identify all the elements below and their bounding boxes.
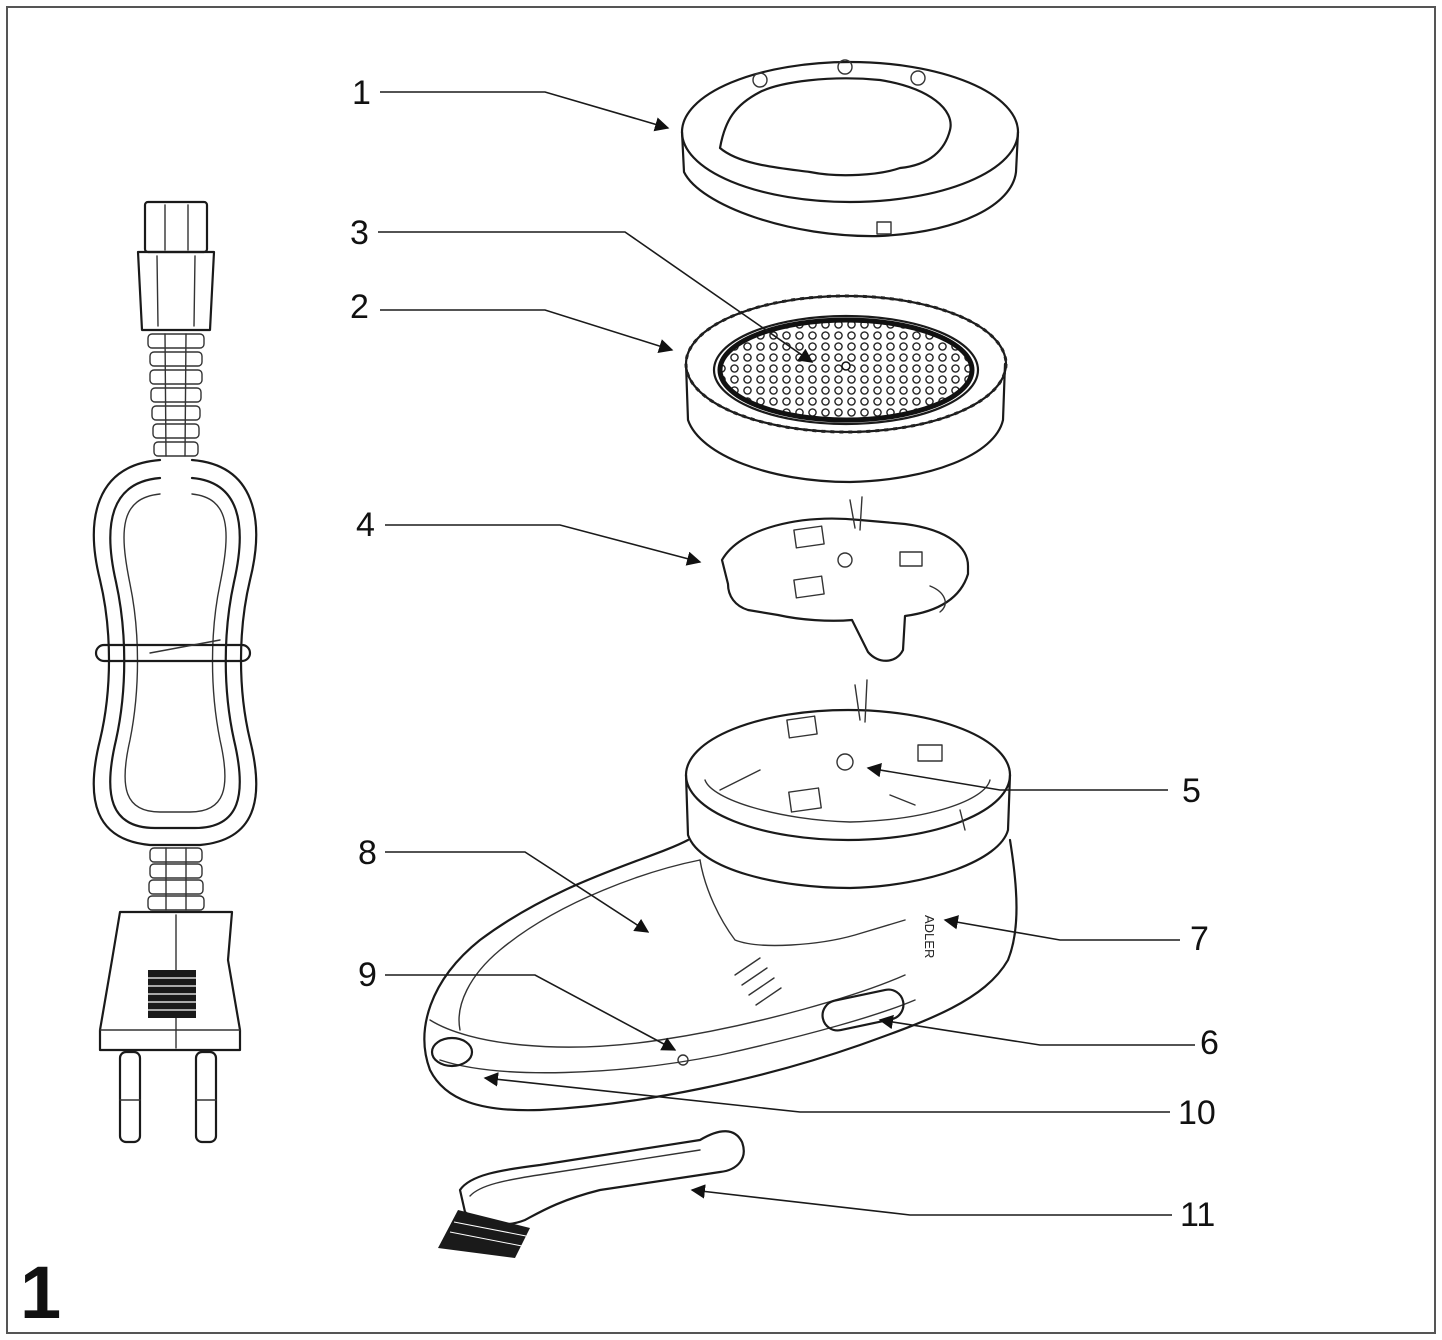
leader-6 bbox=[878, 1014, 1195, 1046]
leader-10 bbox=[483, 1072, 1170, 1113]
page-frame bbox=[6, 6, 1436, 1334]
leader-1 bbox=[380, 91, 670, 132]
leader-8 bbox=[385, 851, 650, 933]
callout-1: 1 bbox=[352, 74, 371, 112]
main-housing: ADLER bbox=[423, 838, 1018, 1112]
cutting-blade bbox=[720, 496, 970, 662]
brand-mark: ADLER bbox=[922, 915, 937, 958]
blade-housing bbox=[684, 294, 1008, 484]
callout-5: 5 bbox=[1182, 772, 1201, 810]
callout-11: 11 bbox=[1180, 1196, 1215, 1234]
callout-9: 9 bbox=[358, 956, 377, 994]
callout-4: 4 bbox=[356, 506, 375, 544]
leader-7 bbox=[943, 915, 1180, 941]
leader-11 bbox=[690, 1184, 1172, 1216]
leader-5 bbox=[866, 763, 1168, 791]
power-cord bbox=[92, 200, 258, 1144]
blade-guard-cover bbox=[680, 59, 1020, 238]
callout-7: 7 bbox=[1190, 920, 1209, 958]
stainless-grill-mesh bbox=[717, 317, 975, 423]
leader-4 bbox=[385, 524, 702, 566]
leader-3 bbox=[378, 231, 814, 363]
cleaning-brush bbox=[438, 1130, 745, 1258]
leader-lines bbox=[378, 91, 1195, 1216]
callout-6: 6 bbox=[1200, 1024, 1219, 1062]
callout-10: 10 bbox=[1178, 1094, 1216, 1132]
motor-head bbox=[684, 679, 1012, 890]
figure-number: 1 bbox=[20, 1251, 61, 1334]
callout-8: 8 bbox=[358, 834, 377, 872]
callout-3: 3 bbox=[350, 214, 369, 252]
callout-labels: 1 2 3 4 5 6 7 8 9 10 11 bbox=[350, 74, 1219, 1234]
leader-9 bbox=[385, 974, 677, 1051]
callout-2: 2 bbox=[350, 288, 369, 326]
leader-2 bbox=[380, 309, 674, 353]
